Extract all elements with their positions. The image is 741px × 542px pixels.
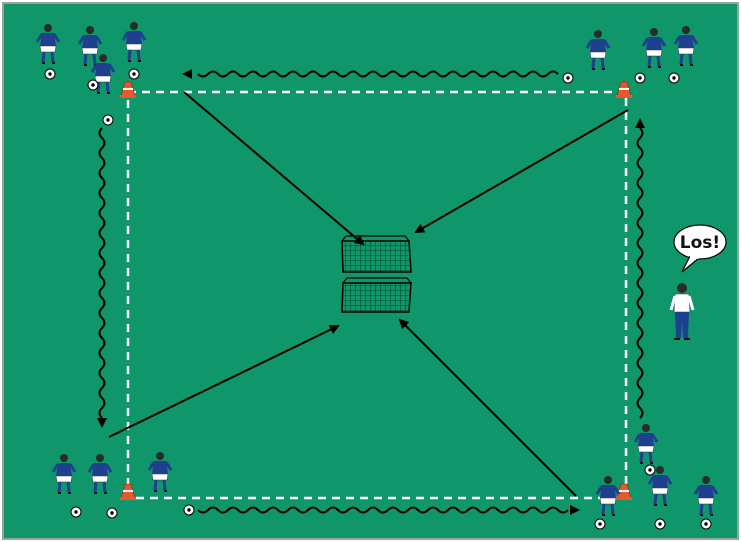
goal-icon xyxy=(342,278,411,312)
ball-icon xyxy=(669,73,679,83)
goal-icon xyxy=(342,236,411,272)
ball-icon xyxy=(71,507,81,517)
ball-icon xyxy=(635,73,645,83)
ball-icon xyxy=(645,465,655,475)
ball-icon xyxy=(655,519,665,529)
ball-icon xyxy=(595,519,605,529)
ball-icon xyxy=(129,69,139,79)
speech-bubble-text: Los! xyxy=(680,233,720,253)
ball-icon xyxy=(103,115,113,125)
ball-icon xyxy=(184,505,194,515)
ball-icon xyxy=(88,80,98,90)
ball-icon xyxy=(45,69,55,79)
ball-icon xyxy=(563,73,573,83)
ball-icon xyxy=(701,519,711,529)
ball-icon xyxy=(107,508,117,518)
